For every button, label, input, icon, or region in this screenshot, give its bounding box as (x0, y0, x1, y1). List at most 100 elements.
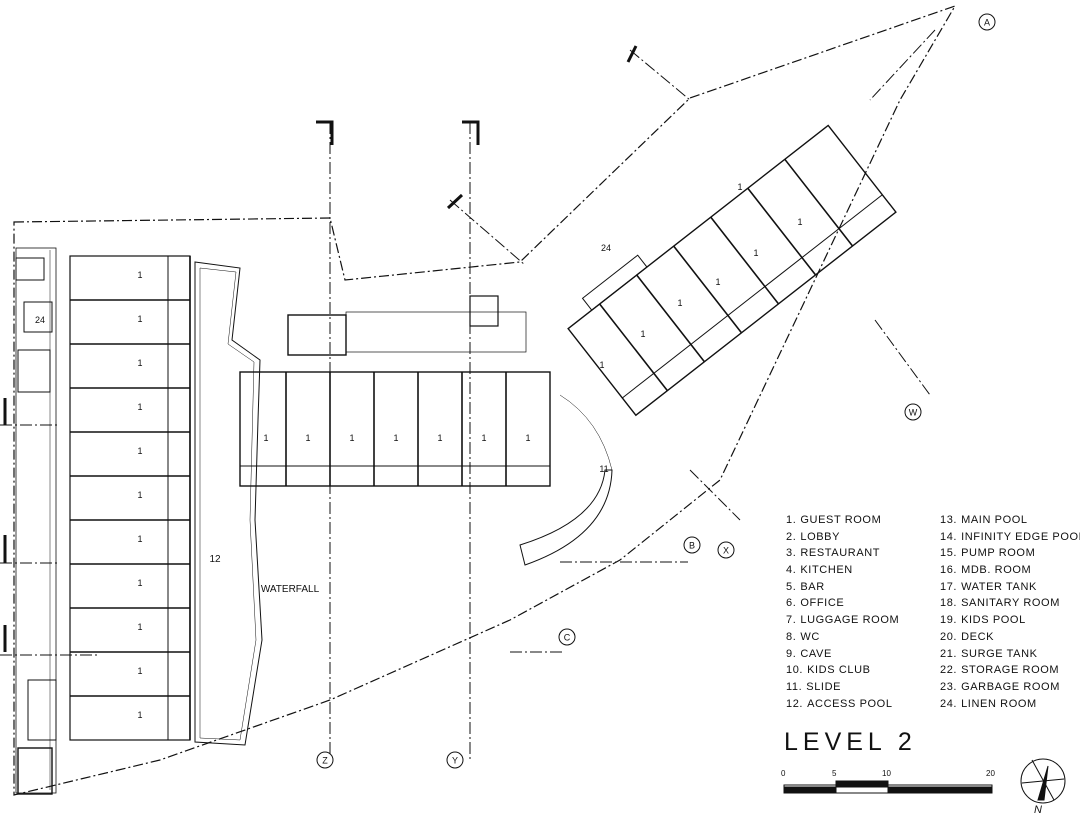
legend-number: 7. (786, 614, 797, 627)
legend-label: BAR (800, 580, 825, 593)
room-label: 1 (599, 360, 604, 370)
room-label: 1 (137, 534, 142, 544)
legend-label: SURGE TANK (961, 647, 1038, 660)
legend-item: 19.KIDS POOL (940, 612, 1080, 629)
legend-label: GUEST ROOM (800, 514, 882, 526)
legend-number: 13. (940, 514, 958, 526)
section-marker-x: X (717, 541, 735, 559)
room-label: 1 (525, 433, 530, 443)
legend-number: 18. (940, 597, 958, 610)
legend-number: 19. (940, 614, 958, 627)
legend-label: SANITARY ROOM (961, 597, 1060, 610)
legend-label: WATER TANK (961, 580, 1037, 593)
site-boundary (13, 4, 957, 796)
legend-label: MAIN POOL (961, 514, 1028, 526)
marker-label: B (689, 541, 695, 551)
legend-number: 22. (940, 664, 958, 677)
marker-label: A (984, 18, 990, 28)
legend-item: 11.SLIDE (786, 679, 899, 696)
marker-circle (978, 13, 996, 31)
legend-label: LINEN ROOM (961, 697, 1037, 710)
marker-circle (717, 541, 735, 559)
section-marker-w: W (904, 403, 922, 421)
legend-item: 24.LINEN ROOM (940, 696, 1080, 713)
room-label: 1 (349, 433, 354, 443)
marker-label: C (564, 633, 571, 643)
legend-label: OFFICE (800, 597, 845, 610)
northeast-wing (567, 124, 897, 417)
legend-number: 6. (786, 597, 797, 610)
legend-item: 1.GUEST ROOM (786, 512, 899, 529)
linen-room-label: 24 (35, 315, 45, 325)
room-label: 1 (137, 358, 142, 368)
level-title: LEVEL 2 (784, 728, 917, 756)
room-label: 1 (137, 270, 142, 280)
room-label: 1 (137, 402, 142, 412)
legend-item: 21.SURGE TANK (940, 646, 1080, 663)
marker-label: Y (452, 756, 458, 766)
legend-item: 4.KITCHEN (786, 562, 899, 579)
marker-circle (683, 536, 701, 554)
legend-number: 11. (786, 680, 803, 693)
room-divider (710, 216, 780, 305)
legend-number: 10. (786, 664, 804, 677)
room-label: 1 (137, 314, 142, 324)
legend-number: 3. (786, 547, 797, 560)
scale-label-5: 5 (832, 769, 837, 778)
legend-label: KIDS CLUB (807, 664, 871, 677)
legend-item: 12.ACCESS POOL (786, 696, 899, 713)
legend-number: 17. (940, 580, 958, 593)
marker-circle (316, 751, 334, 769)
legend-item: 22.STORAGE ROOM (940, 662, 1080, 679)
room-label: 1 (137, 666, 142, 676)
room-label: 1 (137, 622, 142, 632)
marker-label: X (723, 546, 729, 556)
north-arrow-icon (1037, 765, 1049, 801)
legend-number: 8. (786, 630, 797, 643)
legend-number: 12. (786, 697, 804, 710)
slide-label: 11 (599, 464, 608, 474)
marker-circle (558, 628, 576, 646)
legend-label: SLIDE (806, 680, 842, 693)
legend-item: 6.OFFICE (786, 595, 899, 612)
scale-label-10: 10 (882, 769, 891, 778)
legend-label: CAVE (800, 647, 832, 660)
legend-item: 10.KIDS CLUB (786, 662, 899, 679)
marker-label: Z (322, 756, 328, 766)
legend-number: 4. (786, 564, 797, 577)
legend-label: PUMP ROOM (961, 547, 1036, 560)
legend-label: RESTAURANT (800, 547, 881, 560)
room-label: 1 (715, 277, 720, 287)
legend-label: ACCESS POOL (807, 697, 893, 710)
legend-label: DECK (961, 630, 995, 643)
room-label: 1 (137, 578, 142, 588)
room-label: 1 (137, 446, 142, 456)
north-label: N (1034, 804, 1042, 816)
legend-item: 13.MAIN POOL (940, 512, 1080, 529)
legend-label: INFINITY EDGE POOL (961, 530, 1080, 543)
legend-label: LOBBY (800, 530, 841, 543)
legend-number: 24. (940, 697, 958, 710)
legend-label: KITCHEN (800, 564, 853, 577)
legend-item: 16.MDB. ROOM (940, 562, 1080, 579)
room-divider (747, 187, 817, 276)
north-arrow-circle (1020, 758, 1066, 804)
section-markers: A W B X C Z Y (316, 13, 996, 769)
legend-number: 21. (940, 647, 958, 660)
room-label: 1 (263, 433, 268, 443)
room-label: 1 (481, 433, 486, 443)
room-label: 1 (737, 182, 742, 192)
legend-item: 7.LUGGAGE ROOM (786, 612, 899, 629)
legend-item: 2.LOBBY (786, 529, 899, 546)
room-label: 1 (393, 433, 398, 443)
legend-label: LUGGAGE ROOM (800, 614, 900, 627)
room-label: 1 (137, 490, 142, 500)
marker-label: W (909, 408, 918, 418)
section-marker-y: Y (446, 751, 464, 769)
legend-number: 15. (940, 547, 958, 560)
marker-circle (904, 403, 922, 421)
marker-circle (446, 751, 464, 769)
middle-room-dividers (285, 372, 507, 486)
